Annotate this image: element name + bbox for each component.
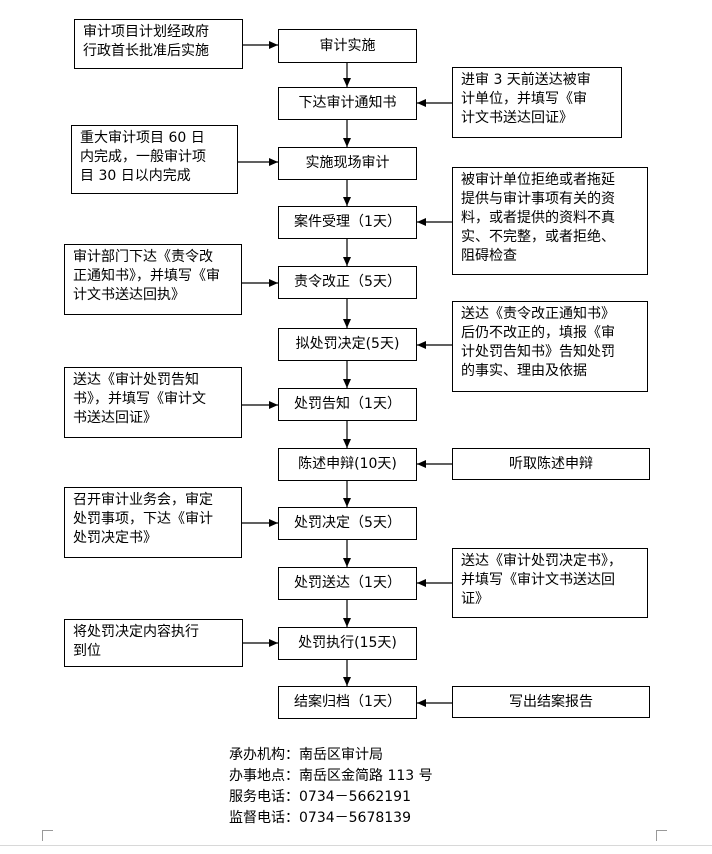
contact-info: 承办机构：南岳区审计局 办事地点：南岳区金简路 113 号 服务电话：0734－… <box>229 745 433 829</box>
left-note-correction-notice: 审计部门下达《责令改 正通知书》，并填写《审 计文书送达回执》 <box>64 244 242 315</box>
left-note-execute-decision: 将处罚决定内容执行 到位 <box>64 619 243 667</box>
step-order-correction: 责令改正（5天） <box>278 266 417 299</box>
step-statement-defense: 陈述申辩(10天) <box>278 448 417 481</box>
page-corner-mark-left <box>42 830 53 841</box>
step-onsite-audit: 实施现场审计 <box>278 147 417 180</box>
service-phone: 服务电话：0734－5662191 <box>229 789 411 805</box>
left-note-plan-approval: 审计项目计划经政府 行政首长批准后实施 <box>74 19 243 69</box>
right-note-closing-report: 写出结案报告 <box>452 686 650 718</box>
step-issue-audit-notice: 下达审计通知书 <box>278 87 417 120</box>
right-note-hear-defense: 听取陈述申辩 <box>452 448 650 480</box>
step-penalty-execution: 处罚执行(15天) <box>278 627 417 660</box>
step-audit-implementation: 审计实施 <box>278 29 417 63</box>
right-note-notice-delivery: 进审 3 天前送达被审 计单位，并填写《审 计文书送达回证》 <box>452 67 622 138</box>
right-note-decision-delivery: 送达《审计处罚决定书》， 并填写《审计文书送达回 证》 <box>452 548 648 618</box>
step-proposed-penalty: 拟处罚决定(5天) <box>278 328 417 361</box>
step-penalty-notice: 处罚告知（1天） <box>278 388 417 421</box>
step-case-archiving: 结案归档（1天） <box>278 686 417 719</box>
step-penalty-decision: 处罚决定（5天） <box>278 507 417 540</box>
left-note-completion-time: 重大审计项目 60 日 内完成，一般审计项 目 30 日以内完成 <box>71 125 238 194</box>
left-note-audit-meeting: 召开审计业务会，审定 处罚事项，下达《审计 处罚决定书》 <box>64 487 242 558</box>
office-address: 办事地点：南岳区金简路 113 号 <box>229 768 433 784</box>
right-note-refusal-conditions: 被审计单位拒绝或者拖延 提供与审计事项有关的资 料，或者提供的资料不真 实、不完… <box>452 167 648 275</box>
step-case-acceptance: 案件受理（1天） <box>278 206 417 239</box>
left-note-penalty-notice-delivery: 送达《审计处罚告知 书》，并填写《审计文 书送达回证》 <box>64 367 242 438</box>
right-note-correction-failure: 送达《责令改正通知书》 后仍不改正的，填报《审 计处罚告知书》告知处罚 的事实、… <box>452 301 648 392</box>
step-penalty-delivery: 处罚送达（1天） <box>278 567 417 600</box>
handling-agency: 承办机构：南岳区审计局 <box>229 747 383 763</box>
page-bottom-edge <box>0 845 712 846</box>
page-corner-mark-right <box>656 830 667 841</box>
supervision-phone: 监督电话：0734－5678139 <box>229 810 411 826</box>
